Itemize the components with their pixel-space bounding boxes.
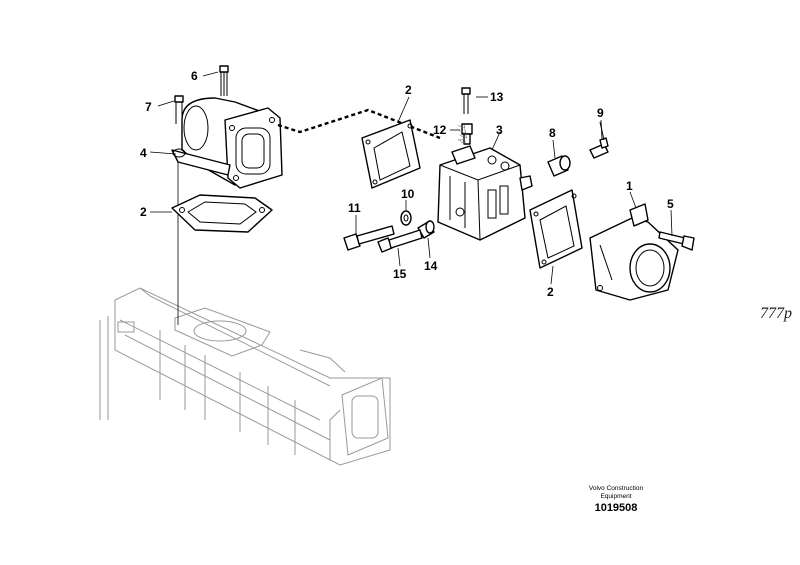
publisher-block: Volvo Construction Equipment 1019508 [589,485,644,514]
bolt-part-15 [377,229,423,253]
gasket-part-2-middle [361,119,421,189]
callout-2-middle: 2 [405,83,412,97]
bolt-part-7 [174,95,184,124]
callout-12: 12 [433,123,447,137]
callout-14: 14 [424,259,438,273]
callout-3: 3 [496,123,503,137]
callout-labels: 6 7 4 2 2 13 12 9 3 8 10 11 15 14 1 5 2 [140,69,674,299]
callout-11: 11 [348,201,361,215]
gasket-part-2-left [171,194,273,233]
bolt-part-6 [219,65,229,96]
bolt-part-13 [461,87,471,114]
callout-15: 15 [393,267,407,281]
callout-1: 1 [626,179,633,193]
bolt-part-11 [343,225,395,251]
publisher-line-2: Equipment [600,493,631,500]
washer-part-10 [400,210,412,226]
bushing-part-14 [417,220,435,239]
publication-number: 1019508 [595,502,638,514]
callout-2-right: 2 [547,285,554,299]
callout-5: 5 [667,197,674,211]
bolt-part-5 [658,231,695,251]
callout-4: 4 [140,146,147,160]
publisher-line-1: Volvo Construction [589,485,644,492]
outlet-elbow-part-1 [589,203,679,301]
connection-dashed-line [277,108,441,140]
callout-6: 6 [191,69,198,83]
callout-2-left: 2 [140,205,147,219]
watermark-text: 777p [760,305,792,322]
gasket-part-2-right [529,189,583,269]
callout-13: 13 [490,90,504,104]
valve-housing-part-3 [437,145,533,241]
plug-part-12 [461,123,473,145]
cap-part-8 [547,155,571,177]
exhaust-manifold-ghost [99,287,391,466]
callout-10: 10 [401,187,415,201]
callout-8: 8 [549,126,556,140]
callout-7: 7 [145,100,152,114]
elbow-housing-part-4 [171,97,283,189]
leader-lines [149,71,673,285]
watermark-small: 777p [455,123,469,145]
fitting-part-9 [589,121,609,159]
callout-9: 9 [597,106,604,120]
